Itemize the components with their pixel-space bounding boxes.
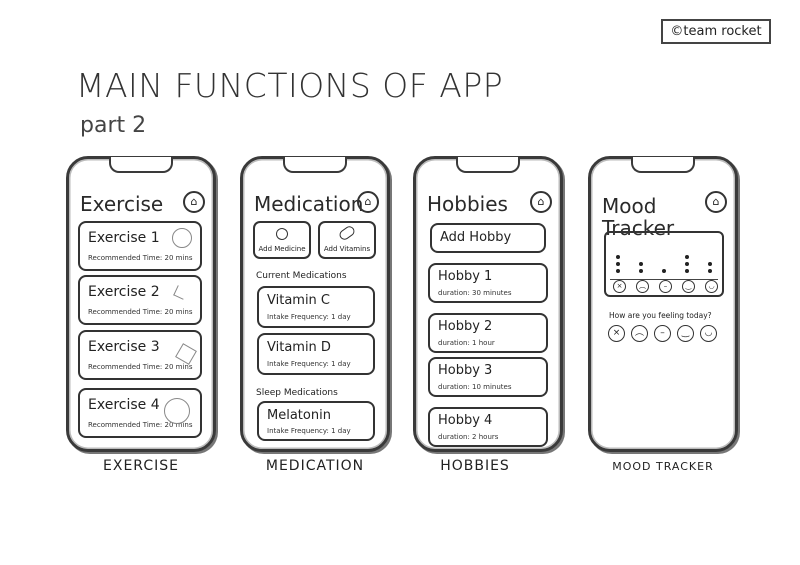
- mood-data-point: [616, 255, 620, 259]
- hobby-card[interactable]: Hobby 3 duration: 10 minutes: [428, 357, 548, 397]
- add-vitamins-label: Add Vitamins: [323, 245, 371, 253]
- hobby-name: Hobby 2: [438, 319, 493, 334]
- medication-detail: Intake Frequency: 1 day: [267, 427, 351, 435]
- mood-data-point: [639, 269, 643, 273]
- medication-phone: Medication ⌂ Add Medicine Add Vitamins C…: [240, 156, 390, 452]
- current-medications-label: Current Medications: [256, 271, 347, 281]
- exercise-card[interactable]: Exercise 1 Recommended Time: 20 mins: [78, 221, 202, 271]
- exercise-name: Exercise 2: [88, 284, 160, 300]
- decor-hexagon-icon: [175, 343, 197, 365]
- hobby-name: Hobby 1: [438, 269, 493, 284]
- exercise-name: Exercise 3: [88, 339, 160, 355]
- exercise-detail: Recommended Time: 20 mins: [88, 308, 193, 316]
- home-icon[interactable]: ⌂: [705, 191, 727, 213]
- medication-name: Vitamin D: [267, 340, 331, 355]
- exercise-detail: Recommended Time: 20 mins: [88, 254, 193, 262]
- mood-data-point: [616, 269, 620, 273]
- hobbies-screen-title: Hobbies: [427, 192, 508, 216]
- hobby-detail: duration: 30 minutes: [438, 289, 512, 297]
- hobby-detail: duration: 1 hour: [438, 339, 495, 347]
- home-icon[interactable]: ⌂: [357, 191, 379, 213]
- hobbies-phone: Hobbies ⌂ Add Hobby Hobby 1 duration: 30…: [413, 156, 563, 452]
- exercise-detail: Recommended Time: 20 mins: [88, 421, 193, 429]
- capsule-icon: [337, 224, 357, 242]
- home-icon[interactable]: ⌂: [183, 191, 205, 213]
- medication-name: Melatonin: [267, 408, 331, 423]
- mood-data-point: [685, 262, 689, 266]
- decor-circle-icon: [164, 398, 190, 424]
- add-medicine-label: Add Medicine: [258, 245, 306, 253]
- hobby-detail: duration: 10 minutes: [438, 383, 512, 391]
- exercise-name: Exercise 4: [88, 397, 160, 413]
- home-icon[interactable]: ⌂: [530, 191, 552, 213]
- mood-title-line: Tracker: [602, 216, 675, 240]
- mood-tracker-phone: Mood Tracker ⌂ × ︵ – ‿ ◡ How are you fee…: [588, 156, 738, 452]
- hobby-card[interactable]: Hobby 4 duration: 2 hours: [428, 407, 548, 447]
- medication-detail: Intake Frequency: 1 day: [267, 360, 351, 368]
- exercise-card[interactable]: Exercise 2 Recommended Time: 20 mins: [78, 275, 202, 325]
- neutral-face-icon[interactable]: –: [654, 325, 671, 342]
- add-medicine-button[interactable]: Add Medicine: [253, 221, 311, 259]
- phone-notch: [109, 157, 173, 173]
- medication-card[interactable]: Vitamin D Intake Frequency: 1 day: [257, 333, 375, 375]
- page-subtitle: part 2: [80, 113, 147, 138]
- mood-data-point: [662, 269, 666, 273]
- medication-card[interactable]: Melatonin Intake Frequency: 1 day: [257, 401, 375, 441]
- content-face-icon[interactable]: ‿: [677, 325, 694, 342]
- hobby-detail: duration: 2 hours: [438, 433, 499, 441]
- medication-screen-title: Medication: [254, 192, 364, 216]
- medication-detail: Intake Frequency: 1 day: [267, 313, 351, 321]
- page-title: MAIN FUNCTIONS OF APP: [76, 66, 504, 105]
- mood-data-point: [708, 269, 712, 273]
- exercise-name: Exercise 1: [88, 230, 160, 246]
- mood-data-point: [708, 262, 712, 266]
- content-face-icon: ‿: [682, 280, 695, 293]
- medication-caption: MEDICATION: [265, 458, 365, 474]
- exercise-phone: Exercise ⌂ Exercise 1 Recommended Time: …: [66, 156, 216, 452]
- team-credit-badge: ©team rocket: [661, 19, 771, 44]
- mood-data-point: [685, 269, 689, 273]
- angry-face-icon: ×: [613, 280, 626, 293]
- neutral-face-icon: –: [659, 280, 672, 293]
- mood-history-chart: × ︵ – ‿ ◡: [604, 231, 724, 297]
- medication-name: Vitamin C: [267, 293, 331, 308]
- happy-face-icon: ◡: [705, 280, 718, 293]
- decor-triangle-icon: [173, 285, 188, 300]
- exercise-detail: Recommended Time: 20 mins: [88, 363, 193, 371]
- decor-circle-icon: [172, 228, 192, 248]
- mood-data-point: [685, 255, 689, 259]
- phone-notch: [456, 157, 520, 173]
- happy-face-icon[interactable]: ◡: [700, 325, 717, 342]
- hobbies-caption: HOBBIES: [440, 458, 510, 474]
- chart-baseline: [610, 279, 718, 280]
- hobby-name: Hobby 4: [438, 413, 493, 428]
- add-hobby-label: Add Hobby: [440, 230, 512, 245]
- sleep-medications-label: Sleep Medications: [256, 388, 338, 398]
- add-hobby-button[interactable]: Add Hobby: [430, 223, 546, 253]
- sad-face-icon: ︵: [636, 280, 649, 293]
- add-vitamins-button[interactable]: Add Vitamins: [318, 221, 376, 259]
- mood-data-point: [616, 262, 620, 266]
- exercise-caption: EXERCISE: [103, 458, 179, 474]
- exercise-screen-title: Exercise: [80, 192, 164, 216]
- hobby-card[interactable]: Hobby 1 duration: 30 minutes: [428, 263, 548, 303]
- exercise-card[interactable]: Exercise 3 Recommended Time: 20 mins: [78, 330, 202, 380]
- mood-data-point: [639, 262, 643, 266]
- mood-question: How are you feeling today?: [609, 311, 712, 320]
- medication-card[interactable]: Vitamin C Intake Frequency: 1 day: [257, 286, 375, 328]
- mood-tracker-caption: MOOD TRACKER: [612, 460, 714, 473]
- pill-icon: [273, 225, 291, 243]
- mood-title-line: Mood: [602, 194, 657, 218]
- hobby-name: Hobby 3: [438, 363, 493, 378]
- hobby-card[interactable]: Hobby 2 duration: 1 hour: [428, 313, 548, 353]
- phone-notch: [283, 157, 347, 173]
- angry-face-icon[interactable]: ×: [608, 325, 625, 342]
- mood-screen-title: Mood Tracker: [602, 195, 674, 239]
- exercise-card[interactable]: Exercise 4 Recommended Time: 20 mins: [78, 388, 202, 438]
- sad-face-icon[interactable]: ︵: [631, 325, 648, 342]
- phone-notch: [631, 157, 695, 173]
